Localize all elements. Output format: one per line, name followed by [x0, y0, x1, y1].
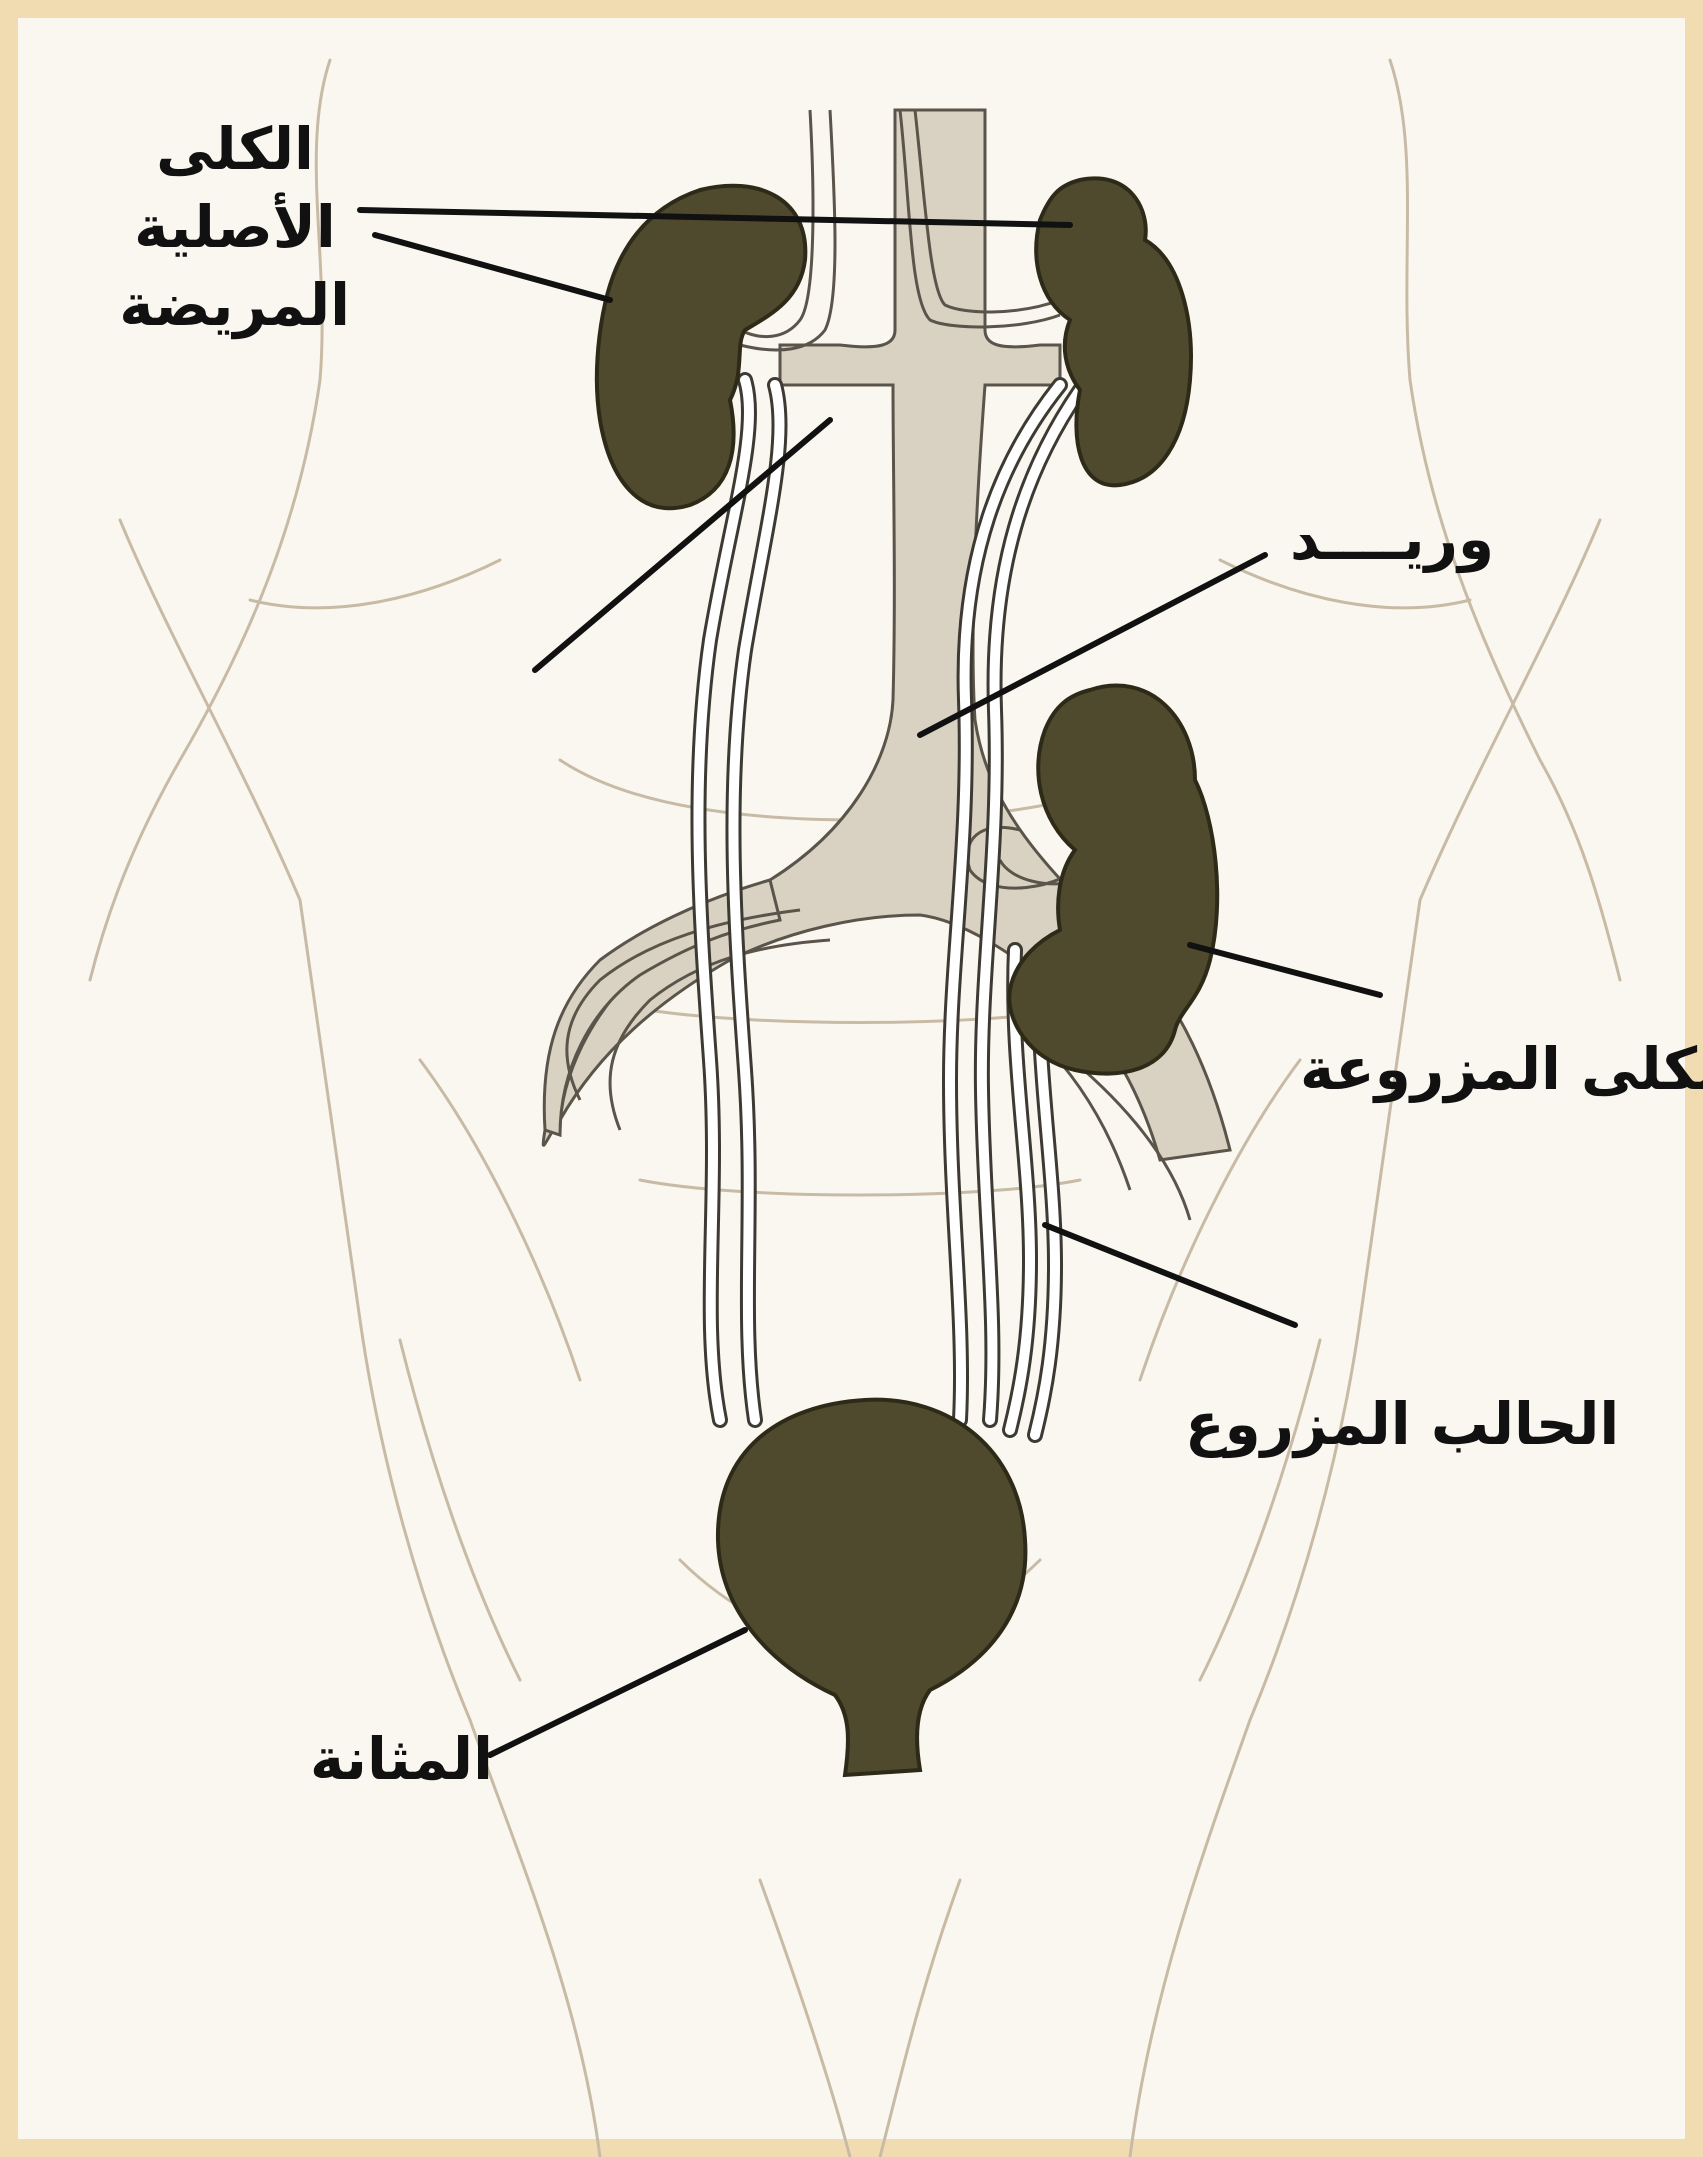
leader-transplanted-ureter: [1045, 1225, 1295, 1325]
leader-bladder: [490, 1630, 745, 1755]
leader-transplanted-kidney: [1190, 945, 1380, 995]
label-transplanted-ureter: الحالب المزروع: [1185, 1385, 1619, 1463]
label-transplanted-kidney: الكلى المزروعة: [1300, 1030, 1703, 1108]
label-vein: وريــــد: [1290, 500, 1494, 578]
label-original-kidneys: الكلى الأصلية المريضة: [120, 110, 350, 344]
leader-original-kidney-left: [375, 235, 610, 300]
label-bladder: المثانة: [310, 1720, 493, 1798]
bladder: [718, 1400, 1025, 1775]
